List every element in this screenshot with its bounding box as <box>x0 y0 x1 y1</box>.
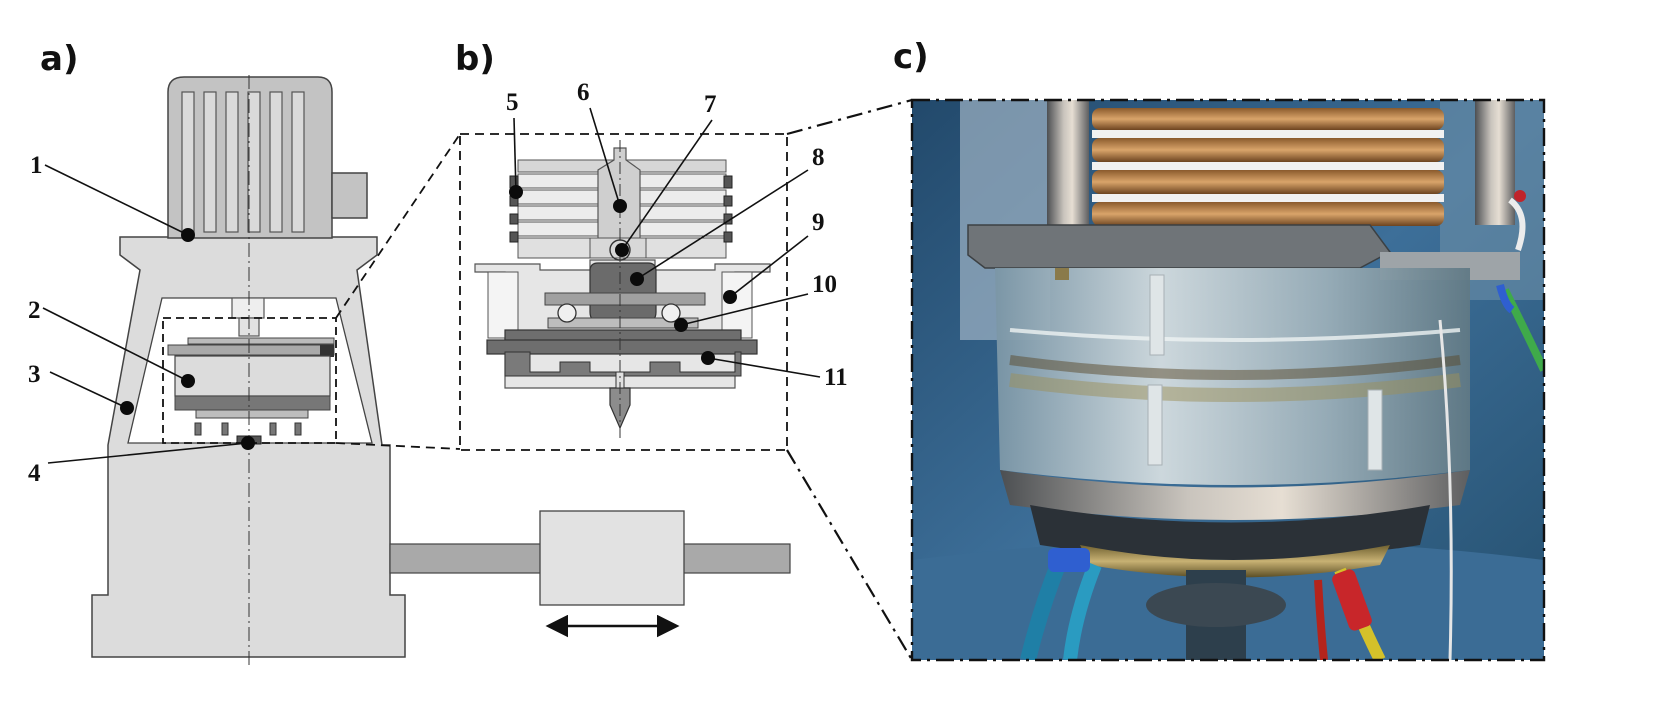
callout-10: 10 <box>812 271 837 298</box>
panel-a: a) <box>28 39 791 668</box>
panel-b-label: b) <box>455 39 495 79</box>
callout-4: 4 <box>28 460 41 487</box>
callout-dot-2 <box>181 374 195 388</box>
projection-line-photo-bottom <box>786 449 913 661</box>
callout-dot-1 <box>181 228 195 242</box>
callout-dot-8 <box>630 272 644 286</box>
panel-c: c) <box>893 37 1546 662</box>
callout-dot-9 <box>723 290 737 304</box>
panel-b: b) <box>455 39 913 661</box>
spindle <box>231 297 265 319</box>
callout-6: 6 <box>577 79 590 106</box>
callout-7: 7 <box>704 91 717 118</box>
detail-box-b <box>459 133 788 451</box>
callout-2: 2 <box>28 297 41 324</box>
callout-11: 11 <box>824 364 848 391</box>
callout-9: 9 <box>812 209 825 236</box>
callout-3: 3 <box>28 361 41 388</box>
base-plate <box>486 329 758 377</box>
callout-dot-5 <box>509 185 523 199</box>
callout-dot-3 <box>120 401 134 415</box>
projection-line-photo-top <box>786 98 913 136</box>
callout-1: 1 <box>30 152 43 179</box>
motor <box>167 76 368 239</box>
callouts-a: 1 2 3 4 <box>28 152 255 487</box>
projection-line-bottom <box>335 442 461 450</box>
panel-c-label: c) <box>893 37 929 77</box>
callouts-b: 5 6 7 8 9 10 11 <box>506 79 848 391</box>
callout-dot-10 <box>674 318 688 332</box>
callout-dot-7 <box>615 243 629 257</box>
callout-8: 8 <box>812 144 825 171</box>
callout-dot-11 <box>701 351 715 365</box>
photo-frame <box>910 98 1546 662</box>
callout-dot-4 <box>241 436 255 450</box>
callout-5: 5 <box>506 89 519 116</box>
panel-a-label: a) <box>40 39 78 79</box>
projection-line-top <box>335 133 461 319</box>
sliding-stage <box>389 510 791 638</box>
photo-test-cell <box>912 100 1544 660</box>
callout-dot-6 <box>613 199 627 213</box>
